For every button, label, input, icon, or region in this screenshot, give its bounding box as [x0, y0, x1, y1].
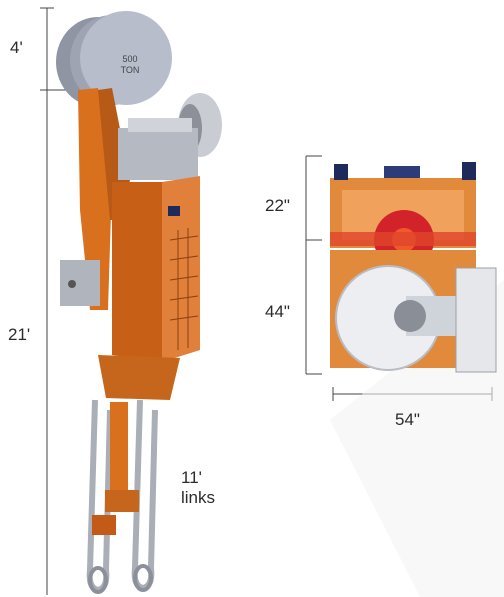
link-eye-right: [133, 564, 153, 592]
hook-neck: [98, 355, 180, 400]
motor-end: [394, 300, 426, 332]
link-bail-orange: [110, 402, 128, 512]
sheave-height-label: 4': [10, 38, 23, 57]
link-eye-left: [88, 566, 108, 594]
link-clamp: [105, 490, 139, 512]
overall-height-label: 21': [8, 325, 31, 344]
bracket-hole: [68, 280, 76, 288]
main-body-front: [112, 182, 162, 362]
sheave-stack: 500 TON: [56, 11, 172, 107]
body-badge: [168, 206, 180, 216]
top-clamp-right: [462, 162, 476, 180]
bracket-plate: [60, 260, 100, 306]
links-length-label: 11' links: [181, 468, 215, 507]
top-clamp-mid: [384, 166, 420, 178]
bottom-depth-label: 44": [265, 302, 290, 321]
link-lower-block: [92, 515, 116, 535]
body-grille: [169, 228, 199, 350]
links-length-word: links: [181, 487, 216, 507]
gear-housing-top: [128, 118, 192, 132]
top-depth-label: 22": [265, 196, 290, 215]
main-body-side: [162, 176, 200, 362]
motor-mount: [455, 267, 497, 373]
gear-housing: [118, 128, 198, 180]
red-bar: [330, 232, 476, 246]
side-view-illustration: 500 TON: [56, 11, 222, 594]
top-clamp-left: [334, 164, 348, 180]
top-view-illustration: [330, 162, 497, 373]
links-length-value: 11': [181, 468, 202, 487]
sheave-label-ton: TON: [121, 65, 140, 75]
width-label: 54": [395, 410, 420, 429]
sheave-label-500: 500: [122, 54, 137, 64]
